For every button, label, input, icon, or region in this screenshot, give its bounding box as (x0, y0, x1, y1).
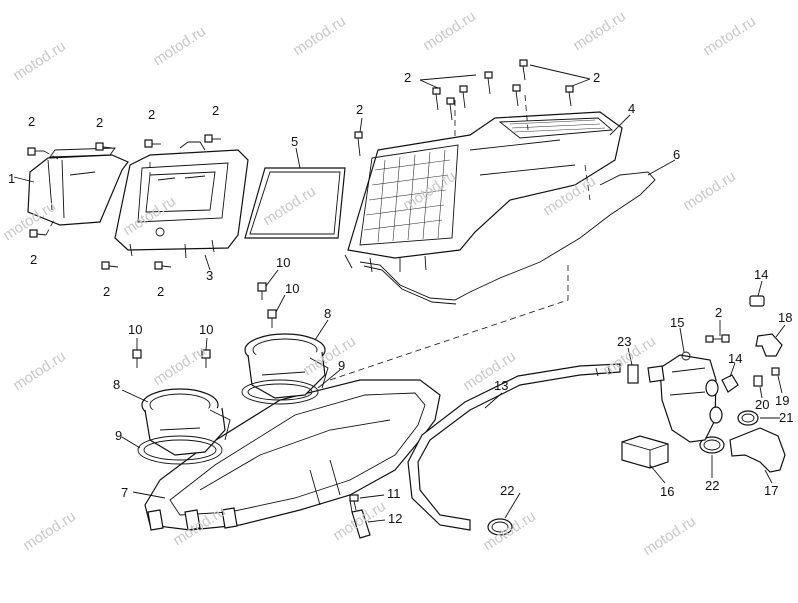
screw-icon (29, 229, 47, 238)
callout-8: 8 (324, 306, 331, 321)
part-1-cover (27, 147, 129, 226)
callout-16: 16 (660, 484, 674, 499)
screw-icon (519, 59, 528, 81)
callout-5: 5 (291, 134, 298, 149)
part-6-gasket (359, 171, 656, 305)
callout-2: 2 (157, 284, 164, 299)
part-23-sleeve (627, 364, 639, 384)
callout-3: 3 (206, 268, 213, 283)
callout-6: 6 (673, 147, 680, 162)
callout-22: 22 (705, 478, 719, 493)
part-16-foam-block (621, 435, 669, 469)
part-9-seal-right (241, 379, 319, 405)
part-3-filter-housing (114, 141, 249, 259)
callout-1: 1 (8, 171, 15, 186)
part-13-hose (407, 363, 621, 531)
callout-12: 12 (388, 511, 402, 526)
screw-icon (565, 85, 574, 107)
part-14-cap-upper (749, 295, 765, 307)
guide-lines (43, 94, 591, 381)
part-15-oil-separator (647, 351, 723, 443)
screw-icon (354, 131, 363, 157)
callout-2: 2 (356, 102, 363, 117)
callout-9: 9 (338, 358, 345, 373)
screw-icon (201, 349, 211, 368)
callout-2: 2 (715, 305, 722, 320)
callout-8: 8 (113, 377, 120, 392)
screw-icon (154, 261, 172, 270)
screw-icon (27, 147, 44, 156)
part-11-bolt (349, 494, 359, 511)
part-8-intake-funnel-right (244, 333, 329, 399)
part-17-hose-short (729, 427, 786, 473)
part-7-airbox-lower (144, 379, 441, 531)
callout-10: 10 (276, 255, 290, 270)
callout-2: 2 (212, 103, 219, 118)
callout-2: 2 (28, 114, 35, 129)
callout-2: 2 (96, 115, 103, 130)
callout-4: 4 (628, 101, 635, 116)
part-2-screw-right (705, 334, 730, 343)
callout-2: 2 (30, 252, 37, 267)
callout-13: 13 (494, 378, 508, 393)
callout-2: 2 (593, 70, 600, 85)
callout-10: 10 (128, 322, 142, 337)
callout-18: 18 (778, 310, 792, 325)
screw-icon (132, 349, 142, 368)
callout-labels: 1 2 2 2 2 2 2 2 2 2 2 2 3 4 5 6 7 8 8 9 … (8, 70, 793, 526)
screw-icon (95, 142, 113, 151)
screw-icon (432, 87, 441, 111)
screw-icon (459, 85, 468, 109)
part-20-plug (753, 375, 763, 387)
callout-20: 20 (755, 397, 769, 412)
part-14-cap-lower (721, 374, 739, 393)
screw-icon (484, 71, 493, 95)
callout-2: 2 (148, 107, 155, 122)
part-22-clamp-right (699, 436, 725, 454)
part-12-spacer (351, 509, 371, 539)
callout-22: 22 (500, 483, 514, 498)
leader-lines (13, 64, 786, 523)
screw-icon (267, 309, 277, 328)
callout-7: 7 (121, 485, 128, 500)
part-4-airbox-upper (344, 111, 623, 273)
callout-17: 17 (764, 483, 778, 498)
callout-10: 10 (199, 322, 213, 337)
part-21-clamp (737, 410, 759, 426)
screw-icon (512, 84, 521, 107)
part-22-clamp-lower (487, 518, 513, 536)
callout-15: 15 (670, 315, 684, 330)
callout-2: 2 (404, 70, 411, 85)
screw-icon (144, 139, 161, 148)
callout-14: 14 (754, 267, 768, 282)
callout-10: 10 (285, 281, 299, 296)
screw-icon (257, 282, 267, 300)
screw-icon (446, 97, 455, 121)
callout-19: 19 (775, 393, 789, 408)
part-9-seal-left (137, 435, 223, 465)
callout-2: 2 (103, 284, 110, 299)
screws-group (27, 59, 574, 368)
callout-23: 23 (617, 334, 631, 349)
part-18-elbow (755, 333, 783, 357)
part-5-filter-element (244, 167, 346, 239)
part-19-pin (771, 367, 780, 376)
callout-21: 21 (779, 410, 793, 425)
screw-icon (101, 261, 119, 270)
callout-11: 11 (387, 486, 401, 501)
callout-9: 9 (115, 428, 122, 443)
callout-14: 14 (728, 351, 742, 366)
screw-icon (204, 134, 221, 143)
